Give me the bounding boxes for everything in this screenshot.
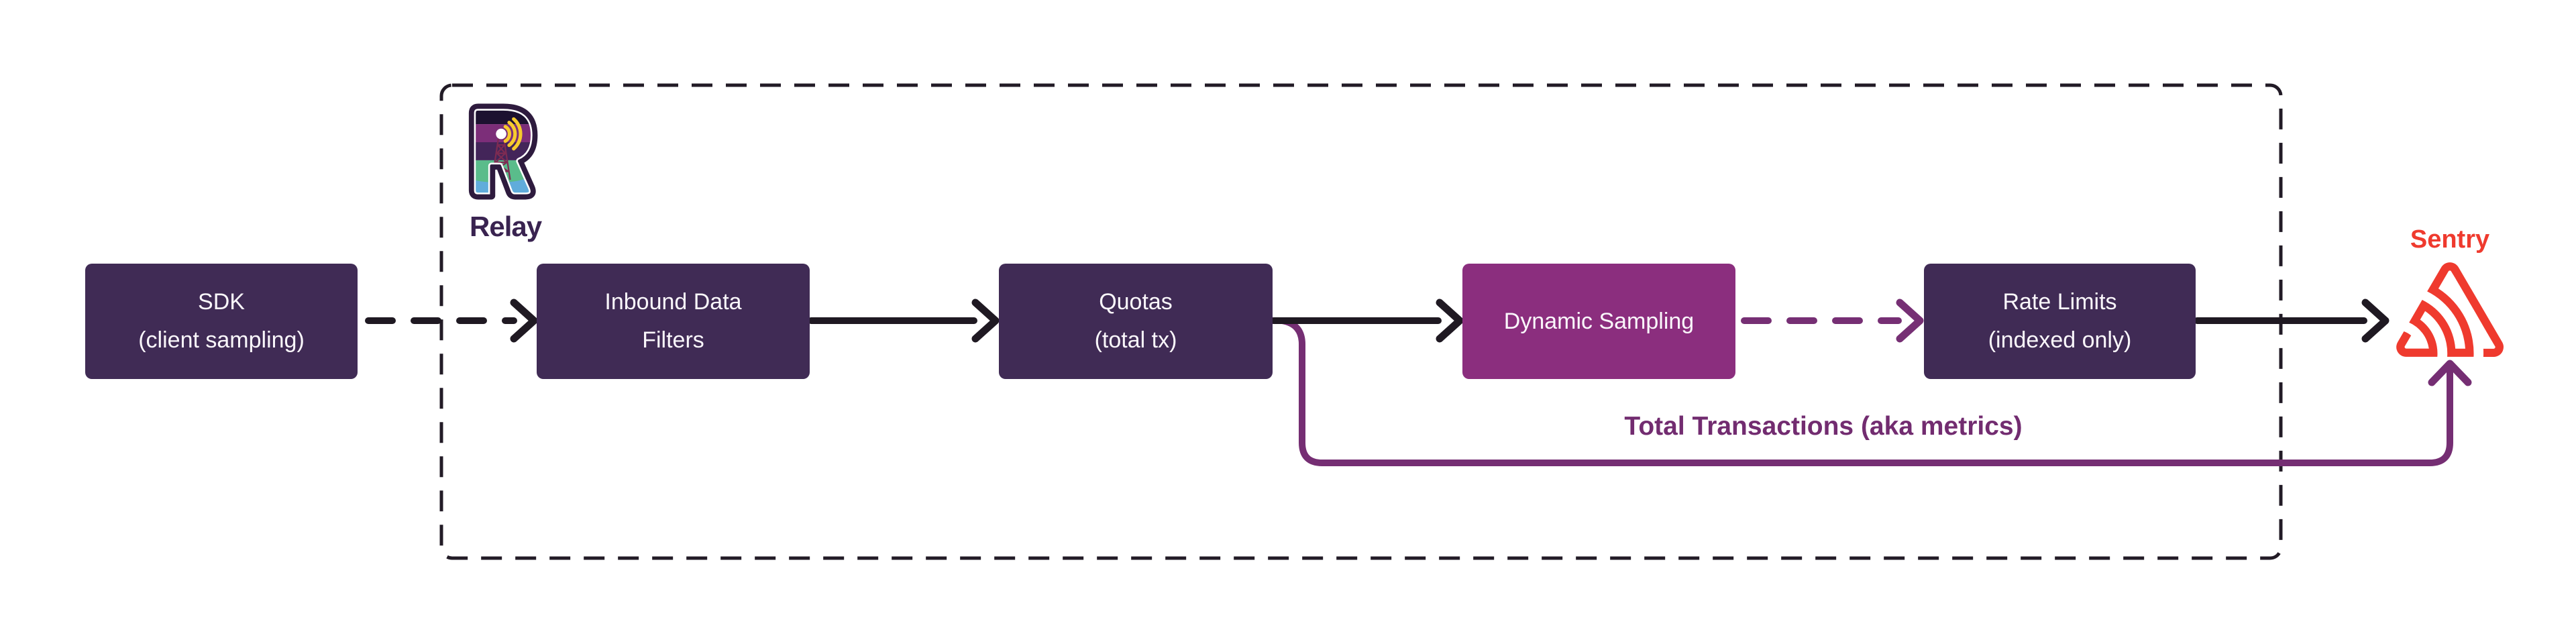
- node-sdk: SDK (client sampling): [85, 264, 358, 379]
- node-ratelimits-line2: (indexed only): [1988, 327, 2132, 353]
- arrowhead-right-icon: [1436, 299, 1464, 343]
- sentry-label: Sentry: [2410, 225, 2490, 254]
- node-dynamic-line1: Dynamic Sampling: [1503, 308, 1695, 334]
- relay-label: Relay: [470, 211, 542, 242]
- node-inbound-line2: Filters: [642, 327, 704, 353]
- node-dynamic-sampling: Dynamic Sampling: [1462, 264, 1735, 379]
- arrowhead-right-icon: [1896, 299, 1924, 343]
- node-sdk-line1: SDK: [198, 289, 245, 315]
- edge-inbound-to-quotas: [808, 299, 1000, 343]
- metrics-edge-label: Total Transactions (aka metrics): [1624, 412, 2023, 441]
- node-rate-limits: Rate Limits (indexed only): [1924, 264, 2196, 379]
- node-inbound-data-filters: Inbound Data Filters: [537, 264, 810, 379]
- node-inbound-line1: Inbound Data: [604, 289, 742, 315]
- arrowhead-right-icon: [510, 299, 538, 343]
- edge-quotas-to-sentry-metrics: [1273, 317, 2472, 466]
- arrowhead-right-icon: [971, 299, 1000, 343]
- node-quotas: Quotas (total tx): [999, 264, 1273, 379]
- edge-ratelimits-to-sentry: [2194, 299, 2390, 343]
- edge-sdk-to-inbound: [365, 299, 538, 343]
- node-quotas-line2: (total tx): [1094, 327, 1177, 353]
- sentry-logo-block: Sentry: [2396, 225, 2504, 360]
- arrowhead-up-icon: [2428, 360, 2472, 386]
- edge-dynamic-to-ratelimits: [1741, 299, 1924, 343]
- arrowhead-right-icon: [2361, 299, 2390, 343]
- sentry-logo-icon: [2396, 262, 2504, 358]
- relay-logo-icon: [468, 103, 538, 200]
- node-quotas-line1: Quotas: [1099, 289, 1173, 315]
- relay-logo-block: Relay: [462, 103, 569, 243]
- node-ratelimits-line1: Rate Limits: [2002, 289, 2117, 315]
- edge-quotas-to-dynamic: [1271, 299, 1464, 343]
- node-sdk-line2: (client sampling): [138, 327, 305, 353]
